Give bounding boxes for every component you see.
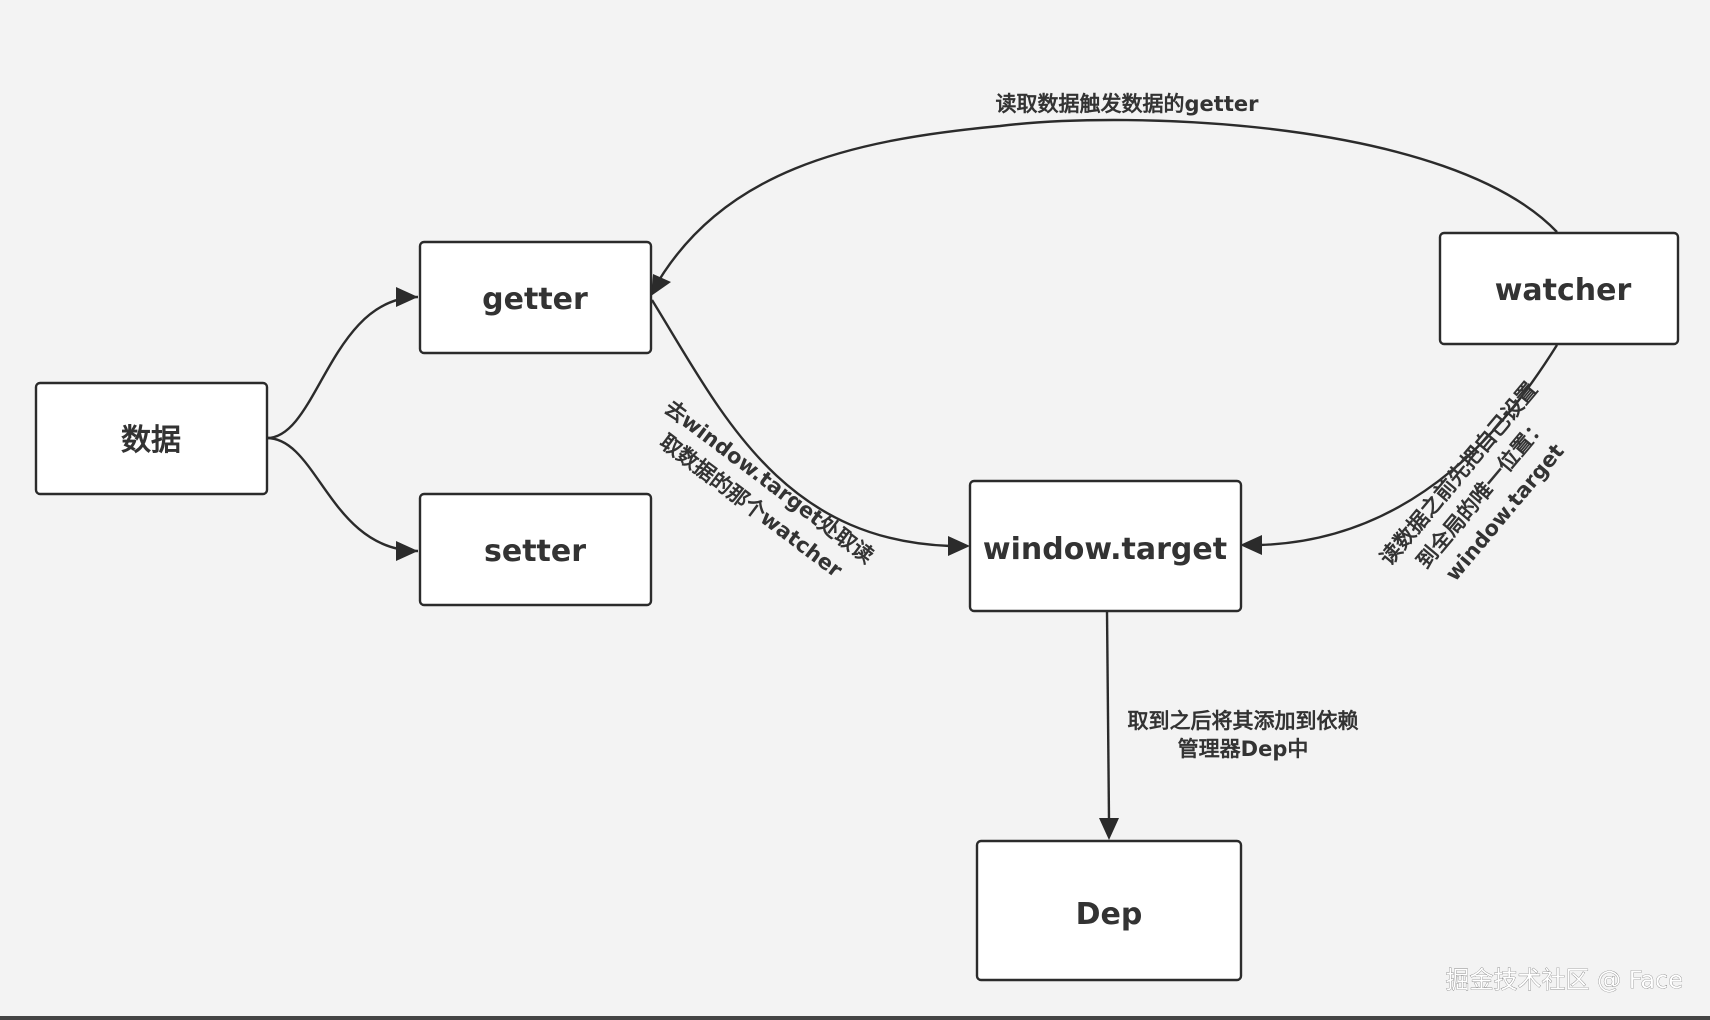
- edge-target-to-dep: [1105, 610, 1111, 821]
- watermark: 掘金技术社区 @ Face: [1445, 966, 1683, 994]
- arrowhead-dep: [1099, 818, 1119, 840]
- node-window-target-box: [968, 479, 1243, 613]
- node-setter-box: [418, 492, 653, 607]
- node-watcher-box: [1438, 231, 1680, 346]
- edge-label-watcher-to-getter: 读取数据触发数据的getter: [996, 92, 1260, 116]
- edge-watcher-to-getter: [650, 118, 1558, 293]
- arrowhead-setter: [396, 541, 418, 561]
- node-setter: setter: [418, 492, 653, 607]
- edge-label-getter-to-target: 去window.target处取读 取数据的那个watcher: [655, 396, 878, 583]
- edge-data-to-setter: [266, 436, 419, 553]
- arrowhead-target-from-watcher: [1240, 535, 1262, 555]
- arrowhead-getter-from-data: [396, 287, 418, 307]
- edge-data-to-getter: [266, 295, 419, 440]
- node-data: 数据: [34, 381, 269, 496]
- edge-watcher-to-target: [1259, 344, 1559, 547]
- node-getter-label: getter: [482, 282, 588, 317]
- node-dep-box: [975, 839, 1243, 982]
- arrowhead-getter-from-watcher: [651, 274, 671, 296]
- edge-label-target-to-dep-line-1: 取到之后将其添加到依赖: [1128, 709, 1359, 733]
- node-window-target-label: window.target: [983, 532, 1227, 567]
- node-watcher: watcher: [1438, 231, 1680, 346]
- edge-label-target-to-dep: 取到之后将其添加到依赖 管理器Dep中: [1128, 709, 1359, 761]
- node-dep: Dep: [975, 839, 1243, 982]
- edge-label-watcher-to-target: 读数据之前先把自己设置 到全局的唯一位置： window.target: [1375, 378, 1569, 586]
- edge-label-watcher-to-target-line-1: 读数据之前先把自己设置: [1375, 378, 1542, 570]
- edge-label-target-to-dep-line-2: 管理器Dep中: [1178, 737, 1309, 761]
- edge-getter-to-target: [650, 299, 951, 548]
- node-dep-label: Dep: [1076, 897, 1143, 932]
- node-getter-box: [418, 240, 653, 355]
- bottom-divider: [0, 1016, 1710, 1020]
- edge-label-getter-to-target-line-1: 去window.target处取读: [660, 396, 878, 569]
- node-getter: getter: [418, 240, 653, 355]
- edges: [266, 118, 1559, 840]
- node-data-box: [34, 381, 269, 496]
- arrowhead-target-from-getter: [948, 536, 970, 556]
- node-window-target: window.target: [968, 479, 1243, 613]
- node-watcher-label: watcher: [1495, 273, 1632, 308]
- node-setter-label: setter: [484, 534, 586, 569]
- node-data-label: 数据: [121, 423, 181, 458]
